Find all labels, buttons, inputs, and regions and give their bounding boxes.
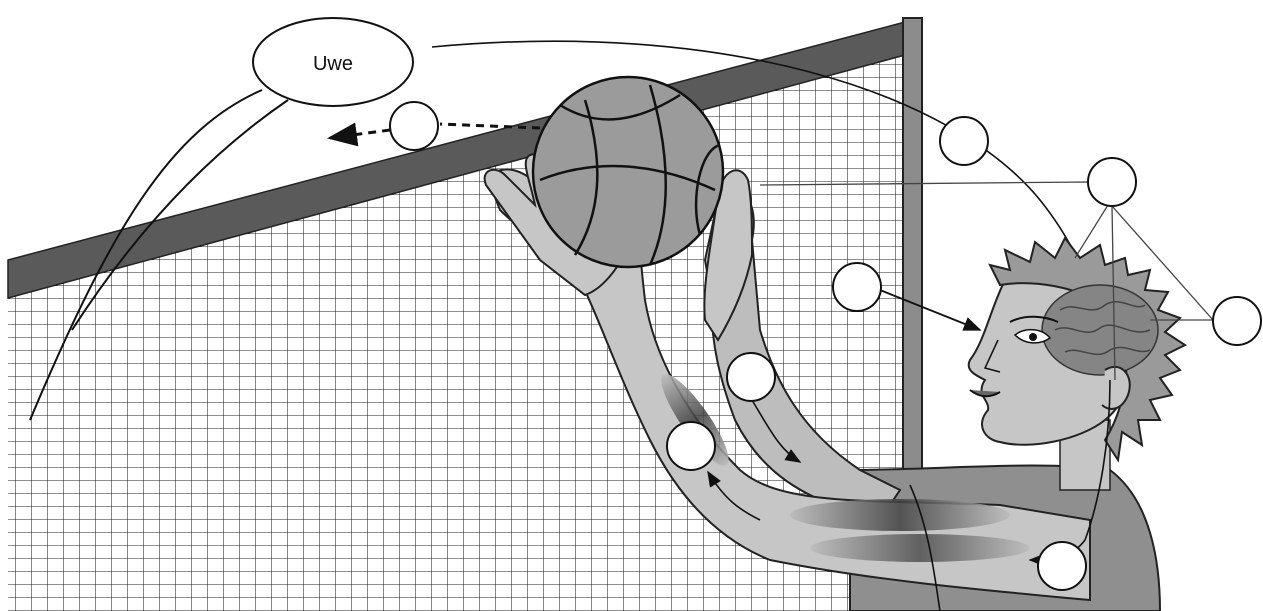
net-post bbox=[903, 18, 922, 498]
speaker-name: Uwe bbox=[313, 53, 353, 75]
circle-net-junction bbox=[1088, 158, 1136, 206]
upper-arm-muscle-1 bbox=[790, 499, 1010, 531]
circle-upper-arm bbox=[1038, 542, 1086, 590]
player-pupil bbox=[1029, 333, 1037, 341]
circle-forearm-upper bbox=[727, 353, 775, 401]
brain-overlay bbox=[1042, 285, 1158, 375]
circle-eye-input bbox=[833, 263, 881, 311]
circle-brain-side bbox=[1213, 297, 1261, 345]
upper-arm-muscle-2 bbox=[810, 534, 1030, 562]
circle-ball-trajectory bbox=[390, 102, 438, 150]
circle-top-right bbox=[940, 117, 988, 165]
volleyball bbox=[533, 77, 723, 267]
circle-forearm-lower bbox=[667, 422, 715, 470]
